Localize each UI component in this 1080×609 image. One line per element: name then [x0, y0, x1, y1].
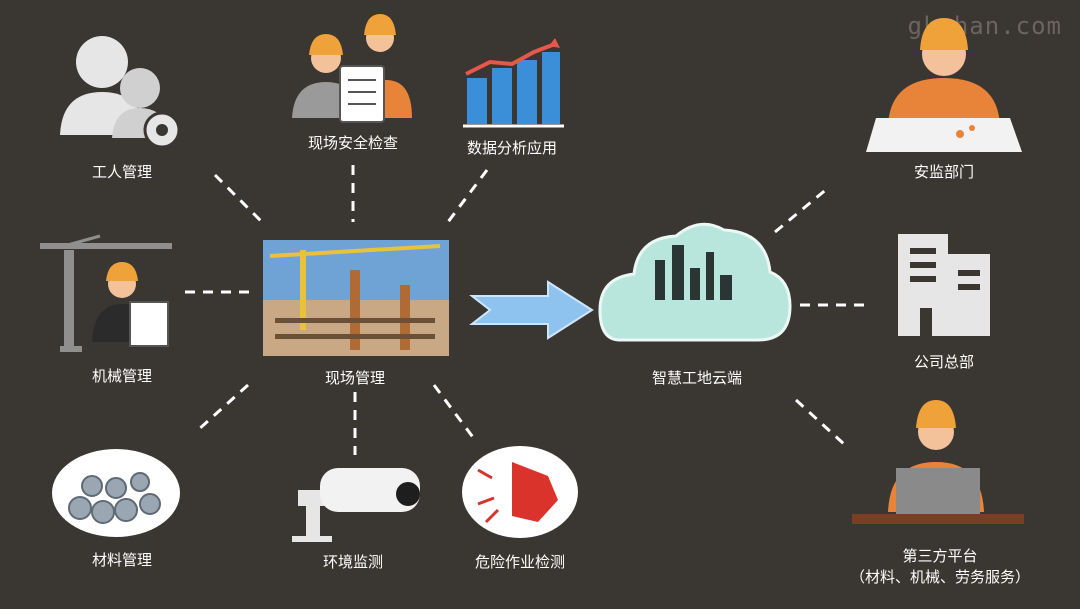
label-site-management: 现场管理 — [324, 369, 386, 387]
data-analytics-icon — [463, 38, 564, 128]
label-data-analytics: 数据分析应用 — [466, 139, 558, 157]
label-machinery-management: 机械管理 — [91, 367, 153, 385]
connector-worker — [213, 173, 264, 224]
connector-danger — [432, 384, 477, 441]
machinery-management-icon — [40, 234, 172, 352]
connector-thirdparty — [794, 398, 847, 447]
label-headquarters: 公司总部 — [913, 353, 975, 371]
danger-detection-icon — [462, 446, 578, 538]
label-third-party-services: （材料、机械、劳务服务） — [849, 568, 1031, 586]
third-party-platform-icon — [852, 400, 1024, 524]
connector-material — [196, 383, 250, 432]
label-third-party: 第三方平台 — [902, 547, 978, 565]
worker-management-icon — [60, 36, 181, 149]
cloud-icon — [598, 222, 792, 342]
label-material-management: 材料管理 — [91, 551, 153, 569]
connector-supervision — [774, 186, 829, 234]
flow-arrow — [469, 280, 594, 340]
label-safety-inspection: 现场安全检查 — [307, 134, 399, 152]
label-worker-management: 工人管理 — [91, 163, 153, 181]
supervision-department-icon — [866, 18, 1022, 152]
label-supervision-department: 安监部门 — [913, 163, 975, 181]
safety-inspection-icon — [292, 14, 412, 123]
connector-data — [446, 169, 489, 223]
label-cloud: 智慧工地云端 — [651, 369, 743, 387]
label-danger-detection: 危险作业检测 — [474, 553, 566, 571]
environment-monitoring-icon — [292, 468, 420, 542]
connector-lines — [185, 165, 865, 455]
site-photo — [263, 240, 449, 356]
label-environment-monitoring: 环境监测 — [322, 553, 384, 571]
material-management-icon — [52, 449, 180, 537]
headquarters-icon — [898, 234, 990, 336]
